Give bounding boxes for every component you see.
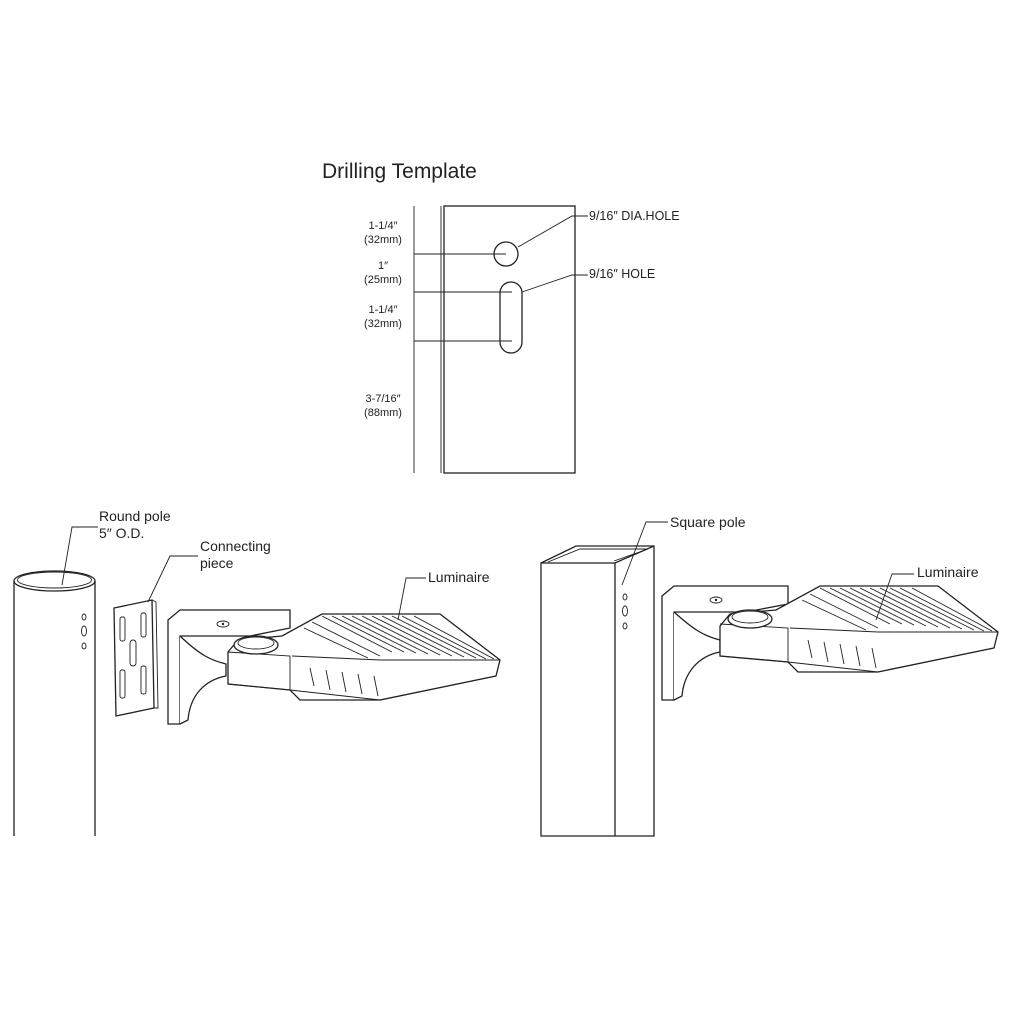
connecting-piece-label: Connecting xyxy=(200,538,271,554)
dim-3-metric: (32mm) xyxy=(364,318,402,330)
connecting-piece xyxy=(113,599,159,717)
round-pole-assembly: Round pole 5″ O.D. Connecting piece xyxy=(13,508,501,836)
round-pole-leader xyxy=(61,526,98,586)
square-pole-assembly: Square pole xyxy=(540,514,999,837)
dim-4-metric: (88mm) xyxy=(364,407,402,419)
arm-bracket xyxy=(167,609,291,725)
dia-hole-leader xyxy=(517,215,588,248)
square-pole-label: Square pole xyxy=(670,514,746,530)
luminaire-square xyxy=(719,585,999,673)
dim-4-imperial: 3-7/16″ xyxy=(365,393,400,405)
luminaire-round-leader xyxy=(397,577,426,621)
dim-2-metric: (25mm) xyxy=(364,274,402,286)
square-pole-leader xyxy=(621,521,668,586)
round-pole xyxy=(13,570,96,836)
arm-bracket-square xyxy=(661,585,789,701)
luminaire-square-label: Luminaire xyxy=(917,564,979,580)
connecting-piece-label-2: piece xyxy=(200,555,234,571)
round-pole-diameter-label: 5″ O.D. xyxy=(99,525,144,541)
luminaire-square-leader xyxy=(875,573,914,621)
round-hole xyxy=(493,241,519,267)
slot-hole xyxy=(499,281,523,354)
template-plate xyxy=(443,205,576,474)
slot-hole-label: 9/16″ HOLE xyxy=(589,267,655,281)
luminaire-round xyxy=(227,613,501,701)
luminaire-round-label: Luminaire xyxy=(428,569,490,585)
dim-3-imperial: 1-1/4″ xyxy=(369,304,398,316)
square-pole xyxy=(540,545,655,837)
slot-hole-leader xyxy=(521,274,588,293)
dim-2-imperial: 1″ xyxy=(378,260,388,272)
template-title: Drilling Template xyxy=(322,160,477,183)
drilling-template: Drilling Template 9/16″ DIA.HOLE 9/16″ H… xyxy=(322,160,680,474)
connecting-piece-leader xyxy=(147,555,198,603)
dim-1-imperial: 1-1/4″ xyxy=(369,220,398,232)
dia-hole-label: 9/16″ DIA.HOLE xyxy=(589,209,680,223)
dim-1-metric: (32mm) xyxy=(364,234,402,246)
round-pole-label: Round pole xyxy=(99,508,171,524)
